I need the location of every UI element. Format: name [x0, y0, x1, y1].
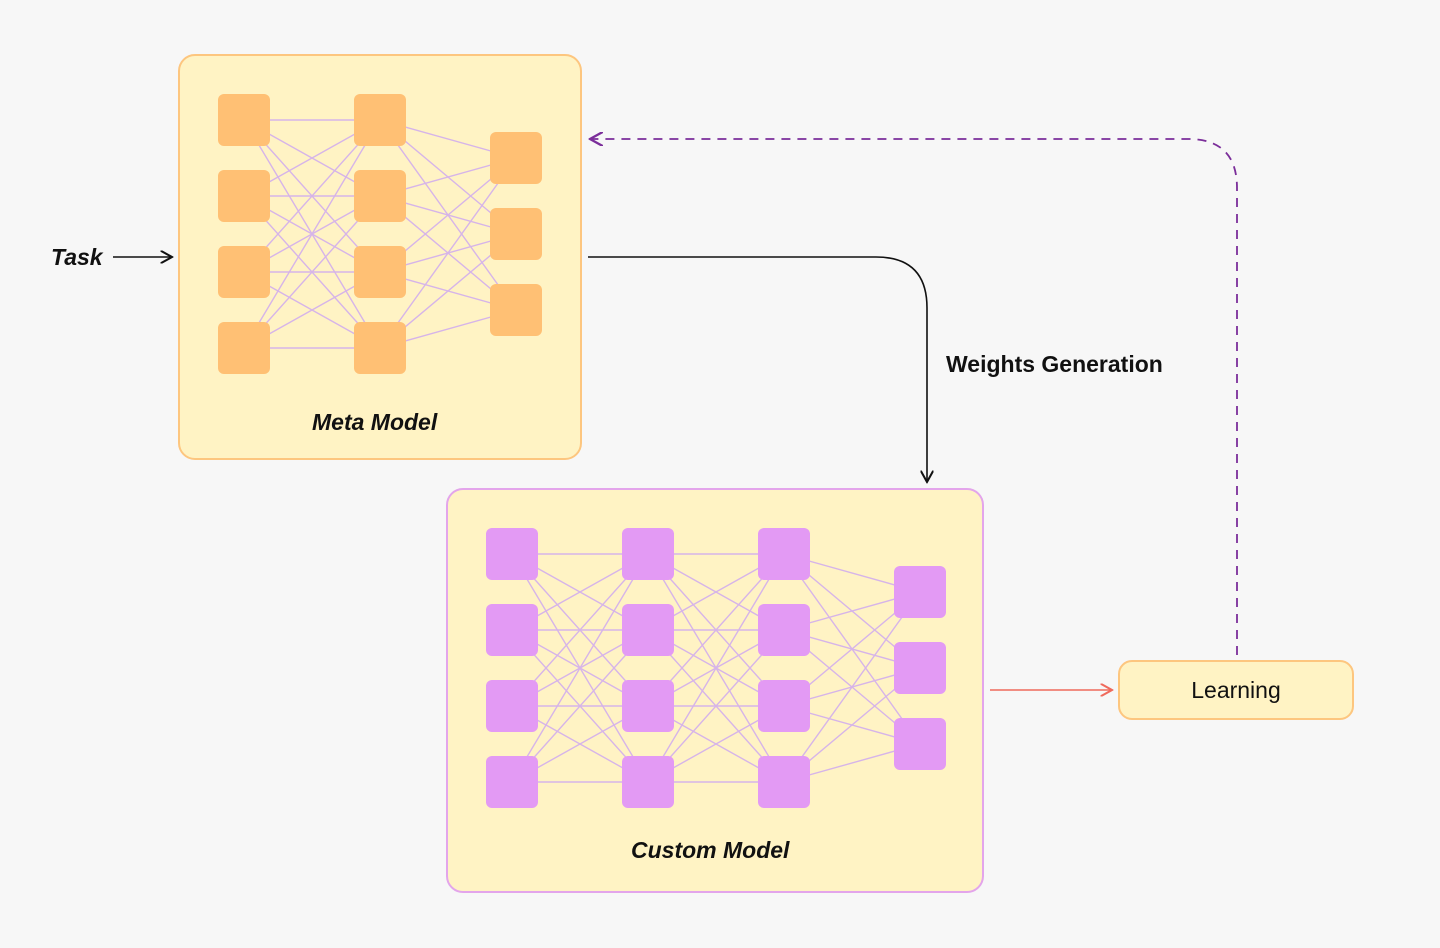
meta-model-node [354, 170, 406, 222]
meta-model-node [218, 322, 270, 374]
custom-model-box [446, 488, 984, 893]
custom-model-node [486, 680, 538, 732]
meta-model-title: Meta Model [312, 409, 438, 435]
custom-model-node [622, 604, 674, 656]
meta-model-node [218, 246, 270, 298]
meta-model-node [218, 94, 270, 146]
custom-model-node [622, 680, 674, 732]
learning-label: Learning [1191, 676, 1281, 703]
meta-model-node [354, 94, 406, 146]
custom-model-node [758, 528, 810, 580]
custom-model-node [894, 642, 946, 694]
custom-model-node [758, 680, 810, 732]
meta-model-node [354, 322, 406, 374]
custom-model-node [486, 528, 538, 580]
custom-model-connection [511, 553, 649, 783]
custom-model-connection [647, 553, 785, 783]
custom-model-node [758, 756, 810, 808]
meta-model-node [218, 170, 270, 222]
custom-model-node [622, 528, 674, 580]
custom-model-title: Custom Model [631, 837, 790, 863]
meta-model-node [490, 284, 542, 336]
custom-model-node [758, 604, 810, 656]
feedback-arrow [590, 139, 1238, 655]
custom-model-node [486, 604, 538, 656]
meta-model-node [354, 246, 406, 298]
weights-generation-arrow [588, 256, 927, 482]
meta-model-connection [379, 157, 517, 349]
meta-model-node [490, 132, 542, 184]
meta-model-network [218, 94, 542, 374]
learning-node: Learning [1118, 660, 1354, 720]
weights-generation-label: Weights Generation [946, 351, 1163, 377]
custom-model-node [894, 718, 946, 770]
meta-model-node [490, 208, 542, 260]
custom-model-network [486, 528, 946, 808]
custom-model-connection [783, 591, 921, 783]
custom-model-node [622, 756, 674, 808]
task-label: Task [51, 244, 103, 270]
custom-model-node [486, 756, 538, 808]
meta-model-connection [243, 119, 381, 349]
custom-model-node [894, 566, 946, 618]
